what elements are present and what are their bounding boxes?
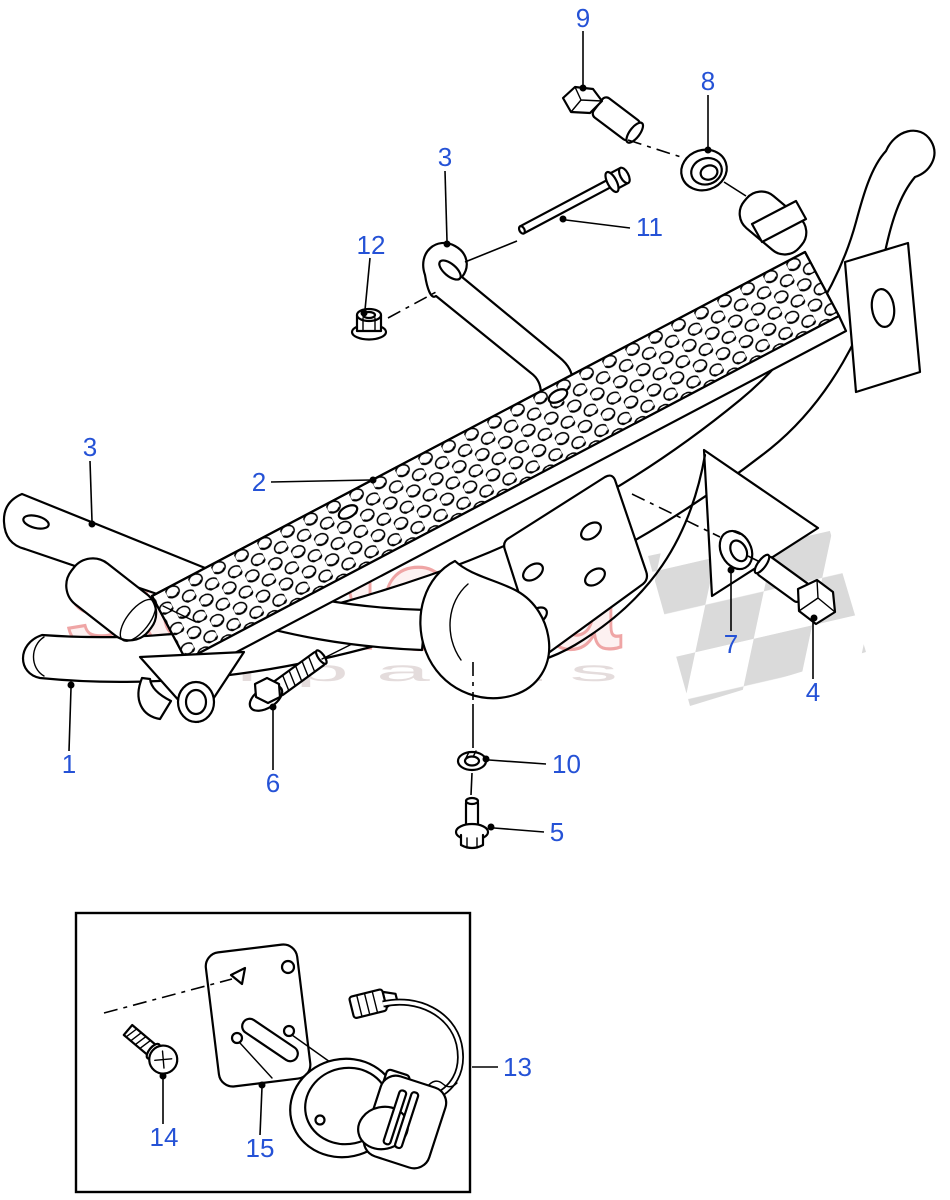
callout-9: 9 xyxy=(576,3,590,92)
part-socket-mounting-plate xyxy=(204,943,331,1088)
part-bolt-5 xyxy=(454,796,490,850)
part-electrical-socket xyxy=(289,988,464,1170)
callout-label: 9 xyxy=(576,3,590,33)
part-grommet-8 xyxy=(680,148,728,192)
part-mount-sleeve xyxy=(65,557,158,642)
callout-label: 15 xyxy=(246,1133,275,1163)
callout-7: 7 xyxy=(724,566,738,659)
callout-label: 6 xyxy=(266,768,280,798)
plate-end-clip xyxy=(750,199,808,244)
callout-label: 3 xyxy=(83,432,97,462)
callout-label: 10 xyxy=(552,749,581,779)
callout-label: 13 xyxy=(503,1052,532,1082)
callout-6: 6 xyxy=(266,703,280,798)
callout-8: 8 xyxy=(701,66,715,154)
checkered-flag-watermark xyxy=(648,518,866,706)
callout-12: 12 xyxy=(357,230,386,317)
callout-label: 7 xyxy=(724,629,738,659)
callout-3-left: 3 xyxy=(83,432,97,528)
callout-label: 5 xyxy=(550,817,564,847)
part-tube-clamp xyxy=(137,650,246,724)
callout-label: 1 xyxy=(62,749,76,779)
part-bolt-11 xyxy=(517,166,631,235)
callout-11: 11 xyxy=(559,212,663,242)
callouts: 9 8 3 11 12 3 2 7 xyxy=(62,3,820,847)
callout-14: 14 xyxy=(150,1072,179,1152)
callout-1: 1 xyxy=(62,681,76,779)
callout-5: 5 xyxy=(487,817,564,847)
inset-box: 13 14 15 xyxy=(74,911,532,1194)
assembly-axis-lines xyxy=(387,139,761,796)
callout-label: 4 xyxy=(806,677,820,707)
part-bolt-4 xyxy=(753,553,837,626)
part-nut-12 xyxy=(350,307,388,341)
exploded-assembly xyxy=(2,85,936,850)
part-bolt-6 xyxy=(248,643,353,712)
part-screw-14 xyxy=(122,1023,179,1075)
callout-label: 3 xyxy=(438,142,452,172)
part-washer-7 xyxy=(718,529,754,571)
part-mounting-bracket-upper xyxy=(422,241,576,426)
part-washer-10 xyxy=(456,750,488,772)
callout-label: 2 xyxy=(252,467,266,497)
part-hitch-mount xyxy=(419,559,551,700)
callout-label: 12 xyxy=(357,230,386,260)
callout-label: 8 xyxy=(701,66,715,96)
callout-13: 13 xyxy=(472,1052,532,1082)
callout-15: 15 xyxy=(246,1081,275,1163)
inset-axis-line xyxy=(103,978,233,1014)
callout-3-upper: 3 xyxy=(438,142,452,248)
part-step-tread-plate xyxy=(150,199,848,677)
part-end-bracket-right xyxy=(843,241,922,394)
callout-4: 4 xyxy=(806,614,820,707)
callout-2: 2 xyxy=(252,467,377,497)
callout-label: 11 xyxy=(636,212,663,242)
callout-label: 14 xyxy=(150,1122,179,1152)
part-bolt-9 xyxy=(561,85,645,144)
callout-10: 10 xyxy=(482,749,581,779)
